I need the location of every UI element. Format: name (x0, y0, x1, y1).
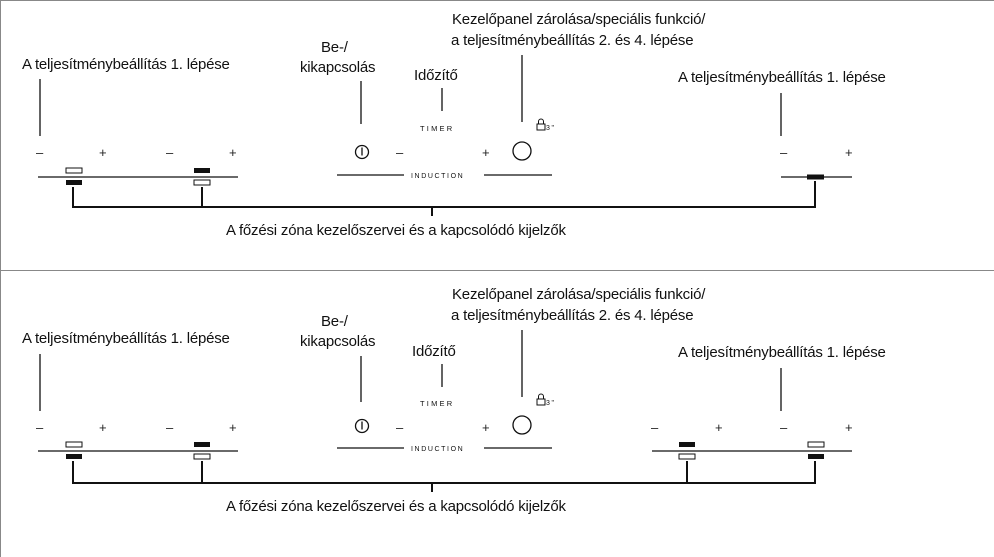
label-timer: Időzítő (412, 343, 456, 360)
zone-indicator (65, 441, 83, 459)
zone-indicator (193, 442, 211, 460)
label-power-left: A teljesítménybeállítás 1. lépése (22, 330, 230, 347)
minus-symbol: – (651, 420, 659, 435)
induction-text: INDUCTION (411, 173, 464, 180)
label-lock-line1: Kezelőpanel zárolása/speciális funkció/ (452, 286, 706, 303)
label-lock-line1: Kezelőpanel zárolása/speciális funkció/ (452, 11, 706, 28)
plus-symbol: + (482, 420, 490, 435)
power-icon[interactable] (354, 418, 370, 434)
zone-indicator (807, 441, 825, 459)
label-lock-line2: a teljesítménybeállítás 2. és 4. lépése (451, 32, 693, 49)
label-power-left: A teljesítménybeállítás 1. lépése (22, 56, 230, 73)
label-power-right: A teljesítménybeállítás 1. lépése (678, 69, 886, 86)
minus-symbol: – (36, 145, 44, 160)
lock-badge-text: 3" (546, 125, 556, 132)
minus-symbol: – (166, 145, 174, 160)
label-power-right: A teljesítménybeállítás 1. lépése (678, 344, 886, 361)
minus-symbol: – (780, 145, 788, 160)
minus-symbol: – (396, 145, 404, 160)
padlock-icon (536, 118, 546, 131)
label-lock-line2: a teljesítménybeállítás 2. és 4. lépése (451, 307, 693, 324)
minus-symbol: – (780, 420, 788, 435)
plus-symbol: + (229, 420, 237, 435)
zone-bracket (72, 181, 816, 216)
label-onoff-line1: Be-/ (321, 39, 349, 56)
panel-1: A teljesítménybeállítás 1. lépése Be-/ k… (22, 11, 886, 239)
zone-indicator (193, 168, 211, 186)
zone-bracket (72, 461, 816, 492)
label-timer: Időzítő (414, 67, 458, 84)
label-onoff-line1: Be-/ (321, 313, 349, 330)
plus-symbol: + (99, 145, 107, 160)
plus-symbol: + (715, 420, 723, 435)
label-onoff-line2: kikapcsolás (300, 333, 375, 350)
zone-indicator (65, 167, 83, 185)
label-zones: A főzési zóna kezelőszervei és a kapcsol… (226, 222, 566, 239)
zone-indicator (678, 442, 696, 460)
minus-symbol: – (166, 420, 174, 435)
panel-2: A teljesítménybeállítás 1. lépése Be-/ k… (22, 286, 886, 515)
label-onoff-line2: kikapcsolás (300, 59, 375, 76)
timer-text: TIMER (420, 399, 454, 408)
plus-symbol: + (99, 420, 107, 435)
plus-symbol: + (229, 145, 237, 160)
zone-indicator (807, 174, 824, 180)
minus-symbol: – (396, 420, 404, 435)
power-icon[interactable] (354, 144, 370, 160)
lock-badge-text: 3" (546, 400, 556, 407)
lock-button-icon[interactable] (512, 141, 532, 161)
minus-symbol: – (36, 420, 44, 435)
padlock-icon (536, 393, 546, 406)
induction-text: INDUCTION (411, 446, 464, 453)
label-zones: A főzési zóna kezelőszervei és a kapcsol… (226, 498, 566, 515)
plus-symbol: + (845, 145, 853, 160)
timer-text: TIMER (420, 124, 454, 133)
lock-button-icon[interactable] (512, 415, 532, 435)
plus-symbol: + (482, 145, 490, 160)
plus-symbol: + (845, 420, 853, 435)
